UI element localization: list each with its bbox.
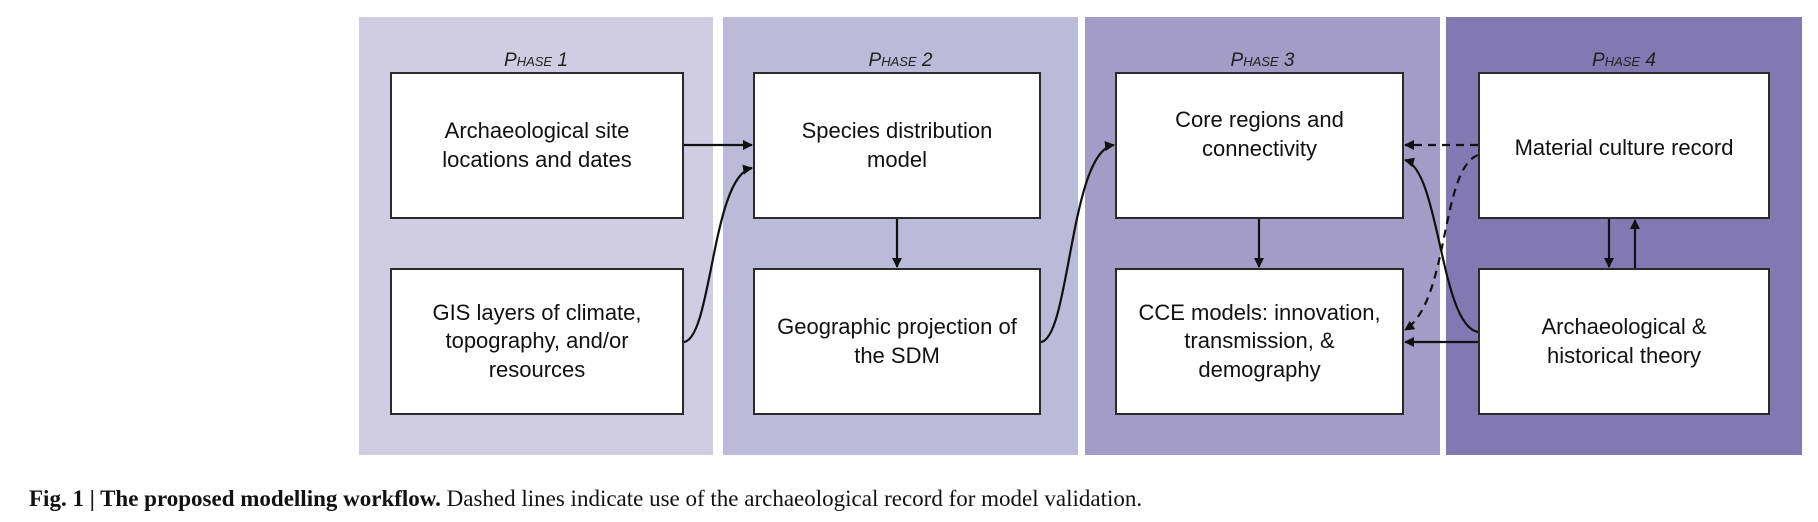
box-text: Species distribution model xyxy=(801,117,993,172)
figure-caption: Fig. 1 | The proposed modelling workflow… xyxy=(29,486,1142,512)
theory-box: Archaeological & historical theory xyxy=(1478,268,1770,415)
cce-models-box: CCE models: innovation, transmission, & … xyxy=(1115,268,1404,415)
arrow-projection-to-core xyxy=(1040,141,1115,344)
box-text: Geographic projection of the SDM xyxy=(777,313,1017,368)
dashed-arrow-material-to-cce xyxy=(1404,153,1479,331)
box-text: Archaeological & historical theory xyxy=(1541,313,1707,368)
phase-4-label: Phase 4 xyxy=(1592,50,1656,71)
gis-layers-box: GIS layers of climate, topography, and/o… xyxy=(390,268,684,415)
box-text: CCE models: innovation, transmission, & … xyxy=(1138,299,1381,382)
species-distribution-model-box: Species distribution model xyxy=(753,72,1041,219)
phase-1-label: Phase 1 xyxy=(504,50,568,71)
material-culture-box: Material culture record xyxy=(1478,72,1770,219)
box-text: Archaeological site locations and dates xyxy=(442,117,632,172)
phase-2-label: Phase 2 xyxy=(868,50,933,71)
caption-title: Fig. 1 | The proposed modelling workflow… xyxy=(29,486,441,511)
box-text: Material culture record xyxy=(1514,135,1734,160)
arrow-theory-to-core xyxy=(1404,157,1479,334)
core-regions-box: Core regions and connectivity xyxy=(1115,72,1404,219)
archaeological-sites-box: Archaeological site locations and dates xyxy=(390,72,684,219)
arrow-gis-to-sdm xyxy=(683,164,753,344)
phase-3-label: Phase 3 xyxy=(1230,50,1295,71)
box-text: GIS layers of climate, topography, and/o… xyxy=(432,299,642,382)
geographic-projection-box: Geographic projection of the SDM xyxy=(753,268,1041,415)
box-text: Core regions and connectivity xyxy=(1175,107,1344,161)
caption-text: Dashed lines indicate use of the archaeo… xyxy=(440,486,1143,511)
